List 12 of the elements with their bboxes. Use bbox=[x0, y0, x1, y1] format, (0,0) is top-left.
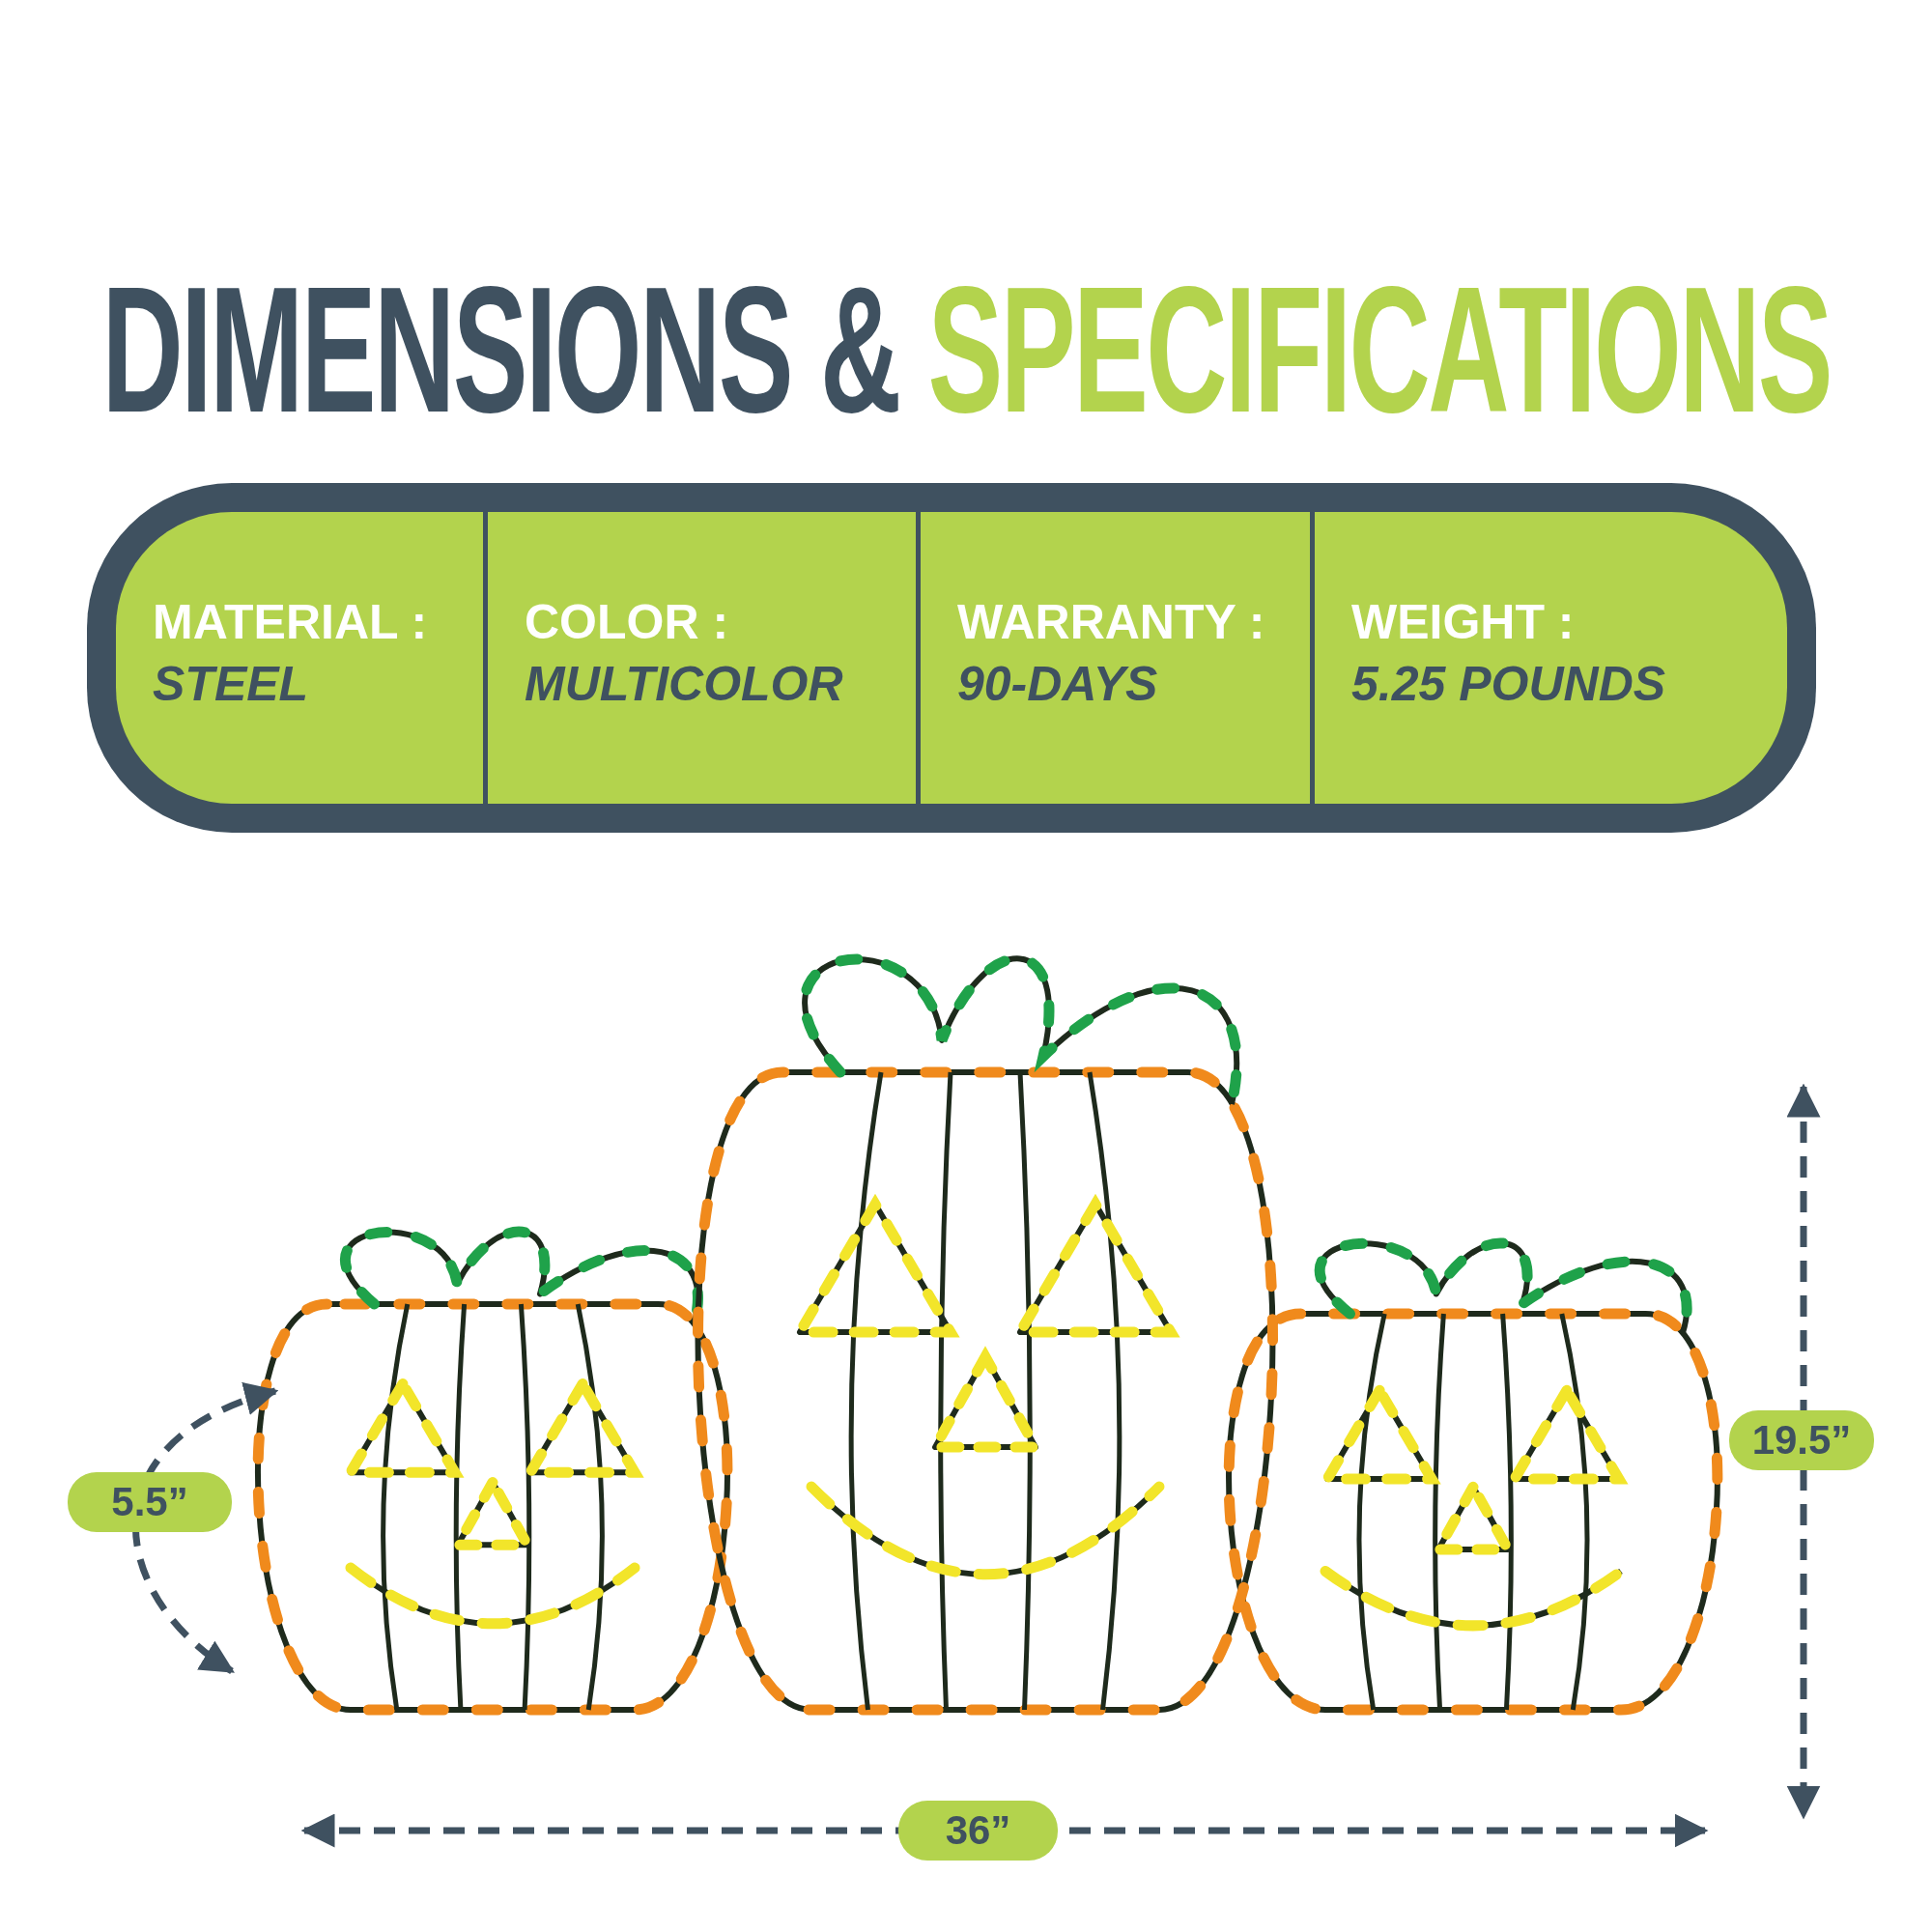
spec-label: MATERIAL : bbox=[153, 594, 429, 650]
dimension-label: 5.5” bbox=[68, 1472, 232, 1532]
spec-value: 90-DAYS bbox=[957, 656, 1159, 712]
spec-value: 5.25 POUNDS bbox=[1351, 656, 1667, 712]
spec-label: WEIGHT : bbox=[1351, 594, 1576, 650]
dimension-label: 19.5” bbox=[1729, 1410, 1874, 1470]
dimension-label: 36” bbox=[898, 1801, 1058, 1861]
page-title: DIMENSIONS & SPECIFICATIONS bbox=[100, 261, 1831, 440]
spec-label: COLOR : bbox=[525, 594, 730, 650]
spec-value: STEEL bbox=[153, 656, 310, 712]
spec-value: MULTICOLOR bbox=[525, 656, 844, 712]
spec-label: WARRANTY : bbox=[957, 594, 1266, 650]
